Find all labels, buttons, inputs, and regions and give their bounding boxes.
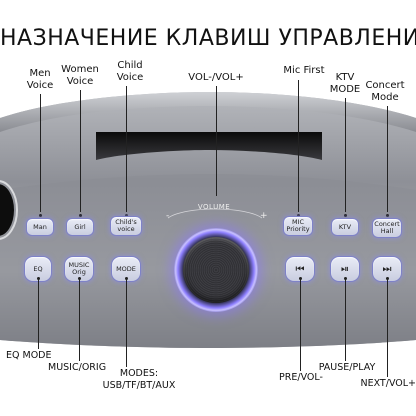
leader-line: [126, 279, 127, 367]
volume-label: VOLUME: [197, 203, 231, 211]
label-child-voice: Child Voice: [116, 60, 144, 83]
volume-minus-sign: -: [166, 211, 170, 221]
play-pause-icon: ⏯: [341, 263, 349, 275]
label-pre-vol: PRE/VOL-: [279, 372, 323, 383]
ktv-button[interactable]: KTV: [331, 218, 359, 236]
label-eq-mode: EQ MODE: [6, 350, 52, 361]
leader-line: [300, 279, 301, 371]
label-music-orig: MUSIC/ORIG: [48, 362, 107, 373]
leader-dot: [124, 277, 128, 280]
concert-hall-button[interactable]: Concert Hall: [372, 218, 402, 238]
leader-line: [345, 98, 346, 212]
leader-dot: [124, 214, 128, 217]
leader-dot: [78, 214, 82, 217]
label-vol: VOL-/VOL+: [188, 72, 244, 83]
label-mic-first: Mic First: [283, 65, 325, 76]
leader-line: [216, 86, 217, 196]
previous-track-icon: ⏮: [295, 263, 305, 275]
leader-line: [80, 90, 81, 212]
label-men-voice: Men Voice: [26, 68, 54, 91]
leader-line: [298, 80, 299, 212]
leader-line: [126, 86, 127, 212]
leader-line: [38, 279, 39, 349]
label-women-voice: Women Voice: [61, 64, 99, 87]
leader-dot: [385, 277, 389, 280]
girl-voice-button[interactable]: Girl: [66, 218, 94, 236]
child-voice-button[interactable]: Child's voice: [110, 216, 142, 236]
volume-knob[interactable]: [183, 237, 249, 303]
next-track-icon: ⏭: [382, 263, 392, 275]
leader-dot: [36, 277, 40, 280]
volume-plus-sign: +: [260, 211, 268, 221]
label-next-vol: NEXT/VOL+: [360, 378, 416, 389]
label-ktv-mode: KTV MODE: [329, 72, 361, 95]
leader-line: [40, 94, 41, 212]
label-modes: MODES: USB/TF/BT/AUX: [102, 368, 176, 391]
leader-dot: [296, 214, 300, 217]
label-concert-mode: Concert Mode: [365, 80, 405, 103]
leader-line: [387, 106, 388, 212]
leader-line: [345, 279, 346, 361]
leader-line: [79, 279, 80, 361]
leader-line: [387, 279, 388, 377]
leader-dot: [385, 214, 389, 217]
page-title: НАЗНАЧЕНИЕ КЛАВИШ УПРАВЛЕНИЯ: [0, 26, 416, 51]
mic-priority-button[interactable]: MIC Priority: [283, 216, 313, 236]
label-pause-play: PAUSE/PLAY: [318, 362, 376, 373]
leader-dot: [298, 277, 302, 280]
leader-dot: [343, 277, 347, 280]
man-voice-button[interactable]: Man: [26, 218, 54, 236]
leader-dot: [343, 214, 347, 217]
leader-dot: [38, 214, 42, 217]
leader-dot: [77, 277, 81, 280]
